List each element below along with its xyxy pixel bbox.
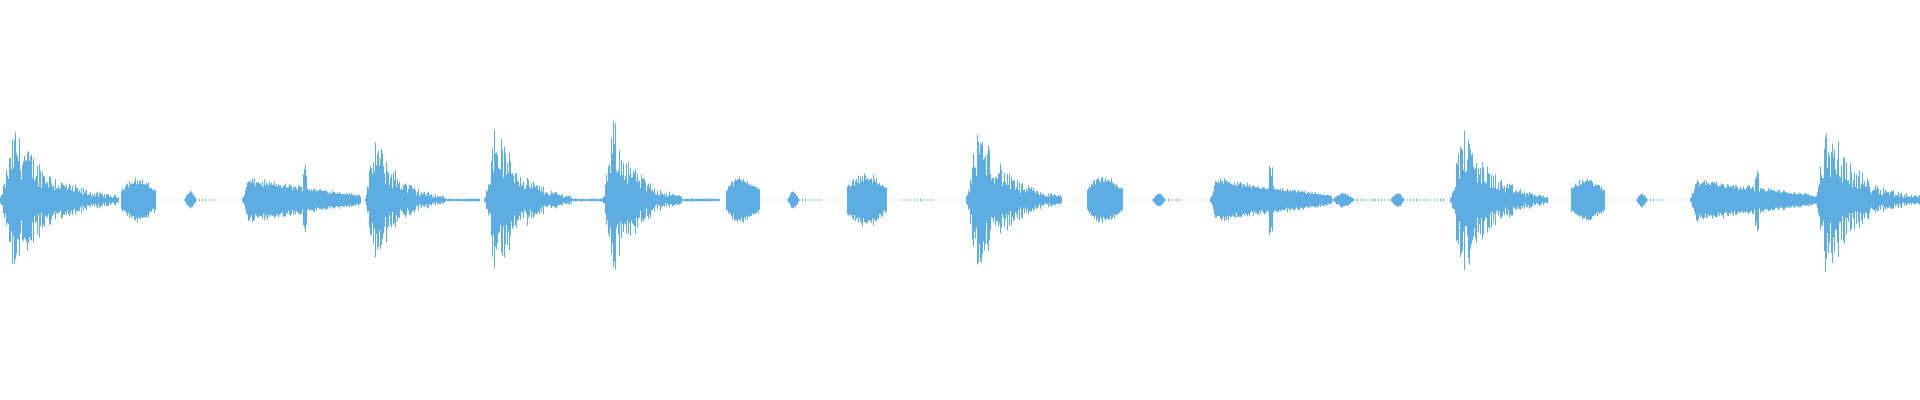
waveform-bars bbox=[0, 120, 1920, 272]
